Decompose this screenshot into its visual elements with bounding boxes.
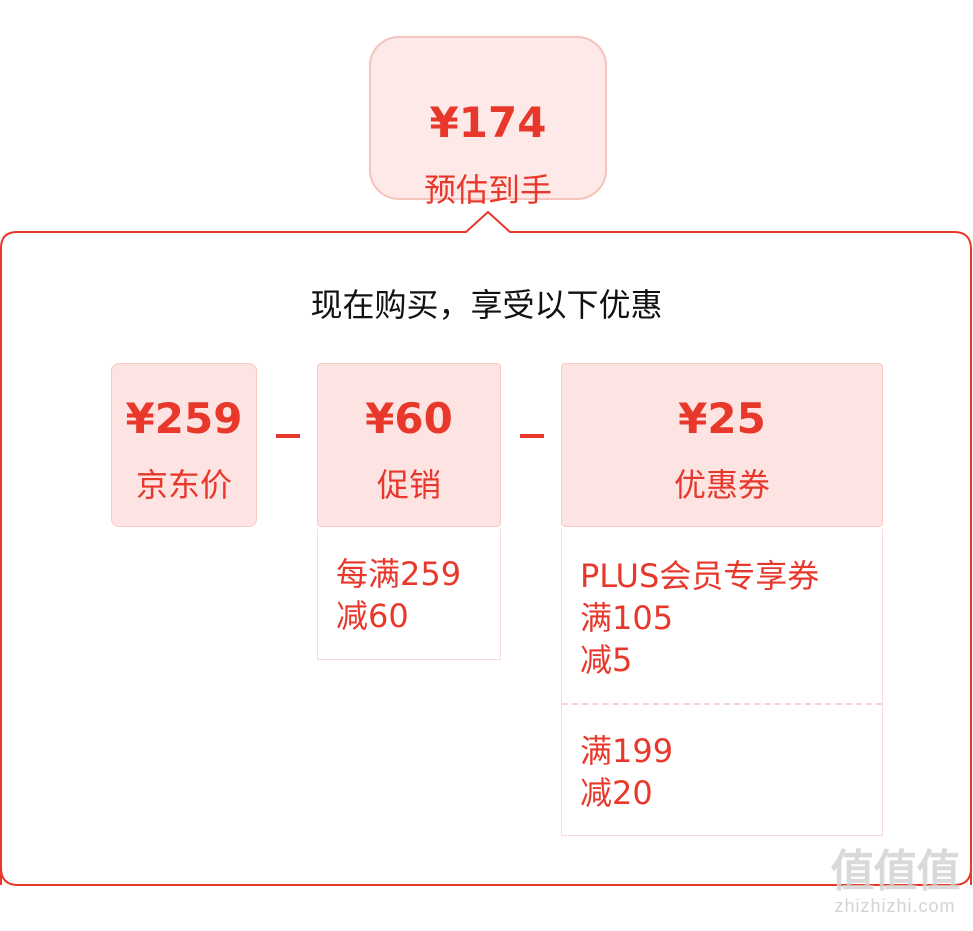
coupon-card: ¥25 优惠券 — [561, 363, 883, 527]
coupon-detail: PLUS会员专享券 满105 减5 满199 减20 — [561, 529, 883, 836]
coupon-item-name: PLUS会员专享券 — [580, 557, 820, 595]
watermark-url: zhizhizhi.com — [834, 896, 956, 916]
promotion-rule: 每满259 减60 — [336, 553, 492, 637]
panel-title: 现在购买，享受以下优惠 — [310, 286, 663, 324]
estimated-price-bubble: ¥174 预估到手 — [369, 36, 607, 208]
coupon-item: PLUS会员专享券 满105 减5 — [580, 555, 874, 681]
promotion-detail: 每满259 减60 — [317, 529, 501, 660]
watermark-logo: 值值值 — [830, 846, 961, 897]
jd-price-card: ¥259 京东价 — [111, 363, 257, 527]
promotion-rule-line2: 减60 — [336, 597, 409, 635]
jd-price-value: ¥259 — [125, 394, 243, 443]
minus-sign — [276, 434, 300, 438]
promotion-rule-line1: 每满259 — [336, 555, 462, 593]
promotion-card: ¥60 促销 — [317, 363, 501, 527]
estimated-price: ¥174 — [429, 98, 547, 147]
site-watermark: 值值值 zhizhizhi.com — [822, 848, 968, 918]
coupon-item-threshold: 满105 — [580, 599, 674, 637]
coupon-value: ¥25 — [678, 394, 766, 443]
coupon-item: 满199 减20 — [580, 730, 874, 814]
minus-sign — [520, 434, 544, 438]
coupon-item-discount: 减20 — [580, 774, 653, 812]
estimated-price-label: 预估到手 — [423, 171, 552, 209]
coupon-item-discount: 减5 — [580, 641, 633, 679]
coupon-divider — [562, 703, 882, 705]
promotion-value: ¥60 — [365, 394, 453, 443]
jd-price-label: 京东价 — [135, 466, 232, 504]
promotion-label: 促销 — [376, 466, 441, 504]
coupon-label: 优惠券 — [673, 466, 770, 504]
coupon-item-threshold: 满199 — [580, 732, 674, 770]
